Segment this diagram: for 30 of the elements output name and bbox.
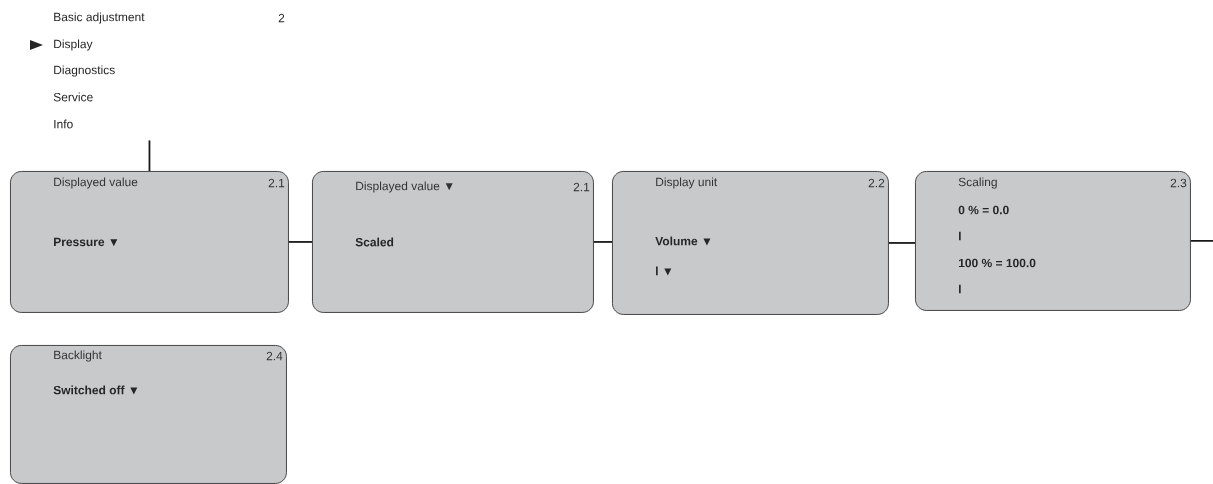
menu-number: 2.2 — [868, 178, 885, 188]
menu-number: 2.1 — [268, 178, 285, 188]
menu-item: Basic adjustment — [54, 12, 145, 24]
connector-line — [288, 241, 313, 243]
menu-item: Info — [54, 119, 73, 129]
menu-item: Diagnostics — [54, 65, 115, 77]
menu-item: Service — [53, 92, 93, 102]
value-text: Pressure ▼ — [54, 237, 118, 247]
box-title: Displayed value ▼ — [356, 181, 453, 193]
connector-line — [593, 241, 613, 243]
box-title: Backlight — [54, 350, 102, 362]
value-text: Switched off ▼ — [53, 385, 138, 395]
value-text: 0 % = 0.0 — [958, 205, 1009, 215]
value-text: l ▼ — [656, 266, 672, 276]
value-text: l — [959, 284, 961, 294]
menu-item: Display — [54, 39, 93, 51]
value-text: Scaled — [355, 237, 394, 247]
connector-line — [1190, 240, 1213, 242]
menu-number: 2 — [278, 13, 285, 23]
value-text: l — [959, 231, 961, 241]
menu-number: 2.1 — [573, 182, 590, 192]
box-title: Scaling — [958, 177, 997, 189]
box-title: Display unit — [656, 177, 718, 189]
menu-number: 2.4 — [266, 351, 283, 361]
box-title: Displayed value — [54, 177, 138, 189]
value-text: 100 % = 100.0 — [958, 258, 1036, 268]
connector-line — [888, 242, 916, 244]
value-text: Volume ▼ — [655, 236, 711, 246]
menu-number: 2.3 — [1170, 178, 1187, 188]
connector-line — [148, 139, 151, 172]
